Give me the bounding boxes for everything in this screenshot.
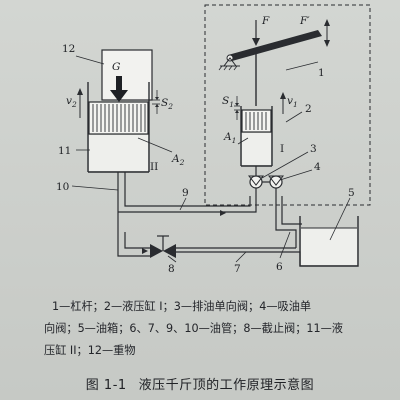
pipe-6 [275,196,297,248]
label-4: 4 [314,161,321,173]
label-leaders [71,55,351,263]
flow-arrow-icon [142,248,148,254]
label-5: 5 [348,187,355,199]
label-roman-i: I [280,143,284,155]
a2-leader [137,137,173,153]
label-a2: A2 [171,153,185,167]
label-6: 6 [276,261,283,273]
label-1: 1 [318,67,325,79]
suction-check-valve [269,175,283,189]
label-force-f-prime: F′ [299,15,310,27]
piston-a2 [88,101,149,135]
label-12: 12 [62,43,75,55]
check-valves [247,166,285,196]
caption-number: 图 1-1 [85,378,127,393]
caption-title: 液压千斤顶的工作原理示意图 [138,378,315,393]
label-2: 2 [305,103,312,115]
flow-arrows [142,210,226,254]
label-a1: A1 [223,131,236,145]
label-3: 3 [310,143,317,155]
lever [228,30,322,61]
small-cylinder-i [218,19,330,167]
hydraulic-jack-diagram: 12 11 10 9 8 7 6 5 4 3 2 1 F F′ G S1 S2 … [56,4,371,275]
gravity-arrow-shaft [116,76,122,94]
label-8: 8 [168,263,175,275]
label-11: 11 [58,145,71,157]
label-roman-ii: II [150,161,158,173]
discharge-check-valve [249,175,263,189]
pipe-7 [117,212,150,257]
label-force-f: F [261,15,270,27]
label-10: 10 [56,181,69,193]
piston-a1 [241,109,272,133]
large-cylinder-ii [77,49,173,173]
pipe-9 [118,196,257,213]
label-s2: S2 [161,97,173,111]
v2-arrow-icon [77,88,83,95]
label-v2: v2 [66,95,77,109]
piston-a1-hatching [245,112,267,130]
legend-line: 向阀；5—油箱；6、7、9、10—油管；8—截止阀；11—液 [44,322,343,335]
piston-a2-hatching [92,104,146,132]
figure-legend: 1—杠杆；2—液压缸 I；3—排油单向阀；4—吸油单 向阀；5—油箱；6、7、9… [44,296,392,362]
flow-arrow-icon [220,210,226,216]
label-s1: S1 [222,95,234,109]
cylinder-ii-fluid [89,135,148,171]
lever-down-arrow-icon [324,40,330,47]
label-9: 9 [182,187,189,199]
label-weight-g: G [112,61,120,73]
lever-up-arrow-icon [324,19,330,26]
force-f-arrow-icon [252,38,260,46]
legend-line: 压缸 II；12—重物 [44,344,136,357]
shutoff-valve [150,235,176,258]
pump-section-frame [204,4,371,206]
diagram-labels: 12 11 10 9 8 7 6 5 4 3 2 1 F F′ G S1 S2 … [56,15,355,275]
gravity-arrow-icon [110,90,128,102]
figure-caption: 图 1-1 液压千斤顶的工作原理示意图 [0,374,400,393]
legend-line: 1—杠杆；2—液压缸 I；3—排油单向阀；4—吸油单 [52,300,312,313]
v1-arrow-icon [280,92,286,99]
label-v1: v1 [287,95,298,109]
label-7: 7 [234,263,241,275]
cylinder-i-fluid [242,133,271,165]
weight-block [101,49,153,101]
oil-tank [299,216,359,267]
